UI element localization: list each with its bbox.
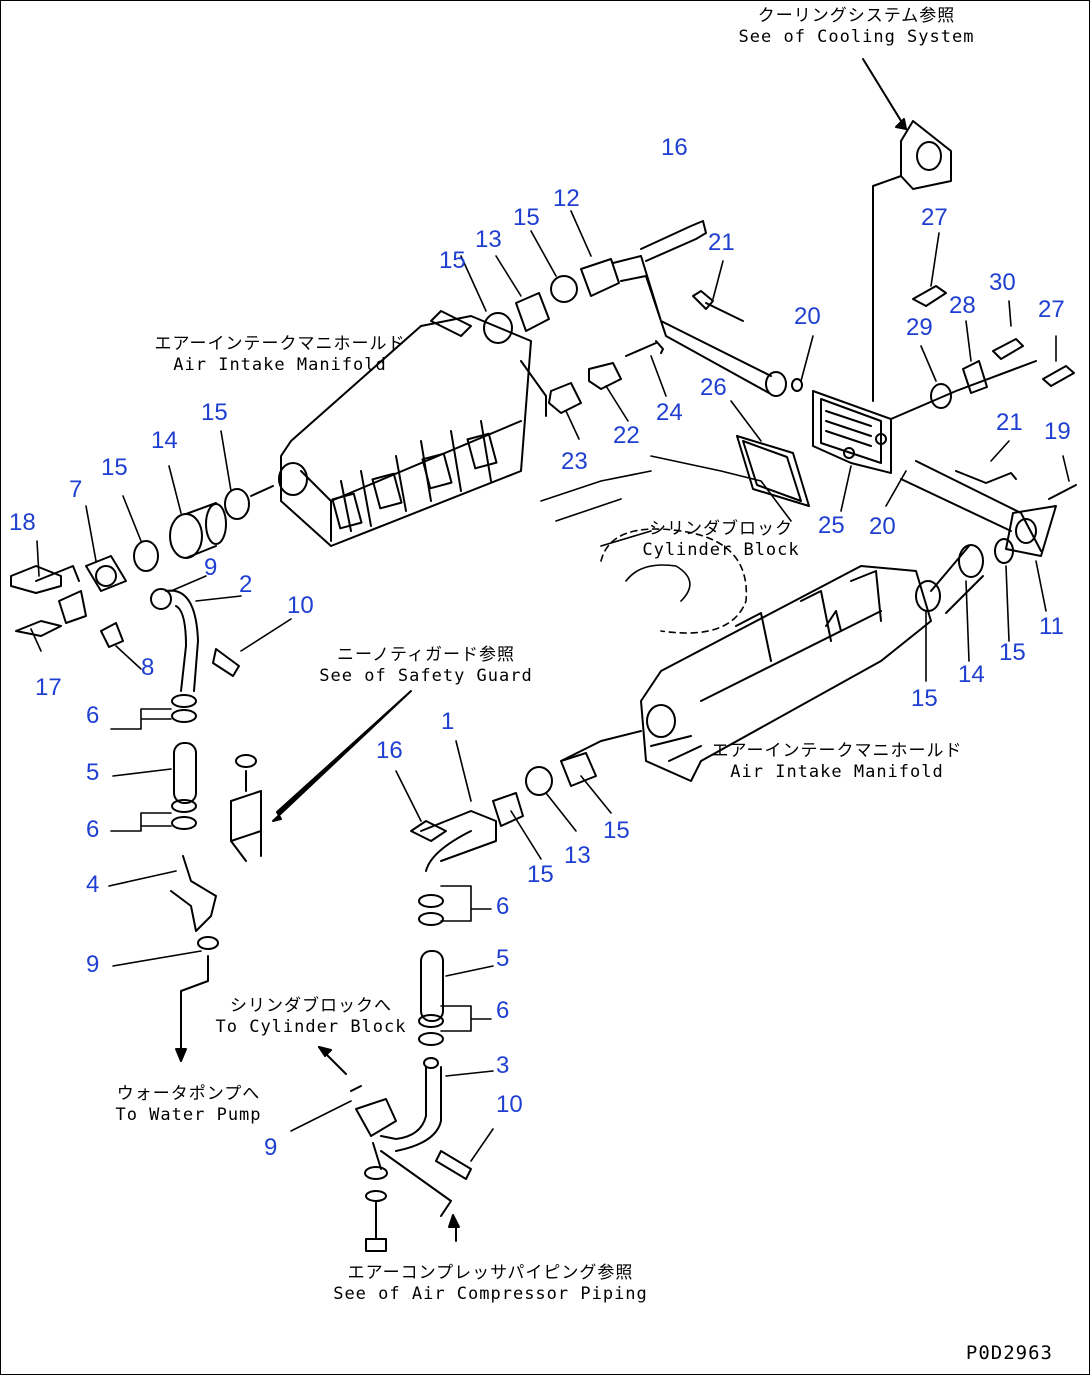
drawing-code: P0D2963 xyxy=(965,1342,1053,1364)
callout-7: 7 xyxy=(69,476,83,503)
note-compressor: エアーコンプレッサパイピング参照 See of Air Compressor P… xyxy=(313,1263,668,1305)
note-safety: ニーノティガード参照 See of Safety Guard xyxy=(306,645,546,687)
note-intake-upper-en: Air Intake Manifold xyxy=(173,355,387,375)
callout-20-b: 20 xyxy=(869,513,896,540)
note-intake-lower-jp: エアーインテークマニホールド xyxy=(711,741,963,761)
callout-10-a: 10 xyxy=(287,592,314,619)
lower-flanges xyxy=(492,752,597,827)
top-pipe-assembly xyxy=(483,220,787,397)
callout-21-b: 21 xyxy=(996,409,1023,436)
callout-6-c: 6 xyxy=(496,893,510,920)
note-block: シリンダブロック Cylinder Block xyxy=(631,519,811,561)
callout-5-a: 5 xyxy=(86,759,100,786)
callout-22: 22 xyxy=(613,422,640,449)
gasket-and-block xyxy=(736,360,1037,507)
bolts-upper xyxy=(548,290,803,414)
note-block-jp: シリンダブロック xyxy=(649,519,793,539)
note-to-block-en: To Cylinder Block xyxy=(215,1017,407,1037)
note-safety-en: See of Safety Guard xyxy=(319,666,533,686)
callout-13-b: 13 xyxy=(564,842,591,869)
left-elbow-pipe xyxy=(150,588,240,1062)
callout-19: 19 xyxy=(1044,418,1071,445)
callout-16-b: 16 xyxy=(376,737,403,764)
note-to-block: シリンダブロックへ To Cylinder Block xyxy=(201,996,421,1038)
lower-elbow-pipes xyxy=(318,810,497,1252)
callout-28: 28 xyxy=(949,292,976,319)
note-intake-upper-jp: エアーインテークマニホールド xyxy=(154,334,406,354)
note-safety-jp: ニーノティガード参照 xyxy=(337,645,515,665)
callout-2: 2 xyxy=(239,571,253,598)
callout-20-a: 20 xyxy=(794,303,821,330)
callout-23: 23 xyxy=(561,448,588,475)
callout-15-b: 15 xyxy=(439,247,466,274)
callout-24: 24 xyxy=(656,399,683,426)
callout-16-top: 16 xyxy=(661,134,688,161)
right-fittings xyxy=(912,285,1075,409)
callout-4: 4 xyxy=(86,871,100,898)
lower-intake-manifold xyxy=(560,565,932,782)
callout-13-a: 13 xyxy=(475,226,502,253)
callout-6-b: 6 xyxy=(86,816,100,843)
callout-14-a: 14 xyxy=(958,661,985,688)
note-intake-lower: エアーインテークマニホールド Air Intake Manifold xyxy=(706,741,968,783)
callout-15-h: 15 xyxy=(603,817,630,844)
note-water-jp: ウォータポンプへ xyxy=(116,1084,261,1104)
callout-17: 17 xyxy=(35,674,62,701)
note-cooling-en: See of Cooling System xyxy=(738,27,975,47)
callout-15-c: 15 xyxy=(999,639,1026,666)
note-water-en: To Water Pump xyxy=(115,1105,262,1125)
cooling-flange xyxy=(862,58,952,402)
callout-9-c: 9 xyxy=(264,1134,278,1161)
callout-5-b: 5 xyxy=(496,945,510,972)
note-compressor-en: See of Air Compressor Piping xyxy=(333,1284,648,1304)
callout-29: 29 xyxy=(906,314,933,341)
left-upper-assembly xyxy=(10,485,274,648)
callout-15-d: 15 xyxy=(911,685,938,712)
note-compressor-jp: エアーコンプレッサパイピング参照 xyxy=(347,1263,634,1283)
callout-10-b: 10 xyxy=(496,1091,523,1118)
leader-lines xyxy=(30,210,1070,1162)
note-water: ウォータポンプへ To Water Pump xyxy=(101,1084,276,1126)
callout-15-e: 15 xyxy=(101,454,128,481)
callout-21-a: 21 xyxy=(708,229,735,256)
note-intake-upper: エアーインテークマニホールド Air Intake Manifold xyxy=(149,334,411,376)
callout-25: 25 xyxy=(818,512,845,539)
note-cooling-jp: クーリングシステム参照 xyxy=(757,6,956,26)
callout-15-g: 15 xyxy=(527,861,554,888)
upper-intake-manifold xyxy=(278,310,547,547)
note-intake-lower-en: Air Intake Manifold xyxy=(730,762,944,782)
callout-27-a: 27 xyxy=(921,204,948,231)
right-pipe-assembly xyxy=(900,460,1077,614)
note-cooling: クーリングシステム参照 See of Cooling System xyxy=(729,6,984,48)
callout-9-a: 9 xyxy=(204,554,218,581)
cylinder-block-outline xyxy=(540,455,792,634)
callout-9-b: 9 xyxy=(86,951,100,978)
callout-12: 12 xyxy=(553,185,580,212)
callout-27-b: 27 xyxy=(1038,296,1065,323)
callout-8: 8 xyxy=(141,654,155,681)
callout-6-d: 6 xyxy=(496,997,510,1024)
callout-30: 30 xyxy=(989,269,1016,296)
callout-15-a: 15 xyxy=(513,204,540,231)
note-block-en: Cylinder Block xyxy=(642,540,800,560)
callout-26: 26 xyxy=(700,374,727,401)
callout-14-b: 14 xyxy=(151,427,178,454)
callout-1: 1 xyxy=(441,708,455,735)
safety-guard-bracket xyxy=(230,690,412,862)
callout-3: 3 xyxy=(496,1052,510,1079)
callout-18: 18 xyxy=(9,509,36,536)
callout-15-f: 15 xyxy=(201,399,228,426)
callout-6-a: 6 xyxy=(86,702,100,729)
callout-11: 11 xyxy=(1039,613,1064,640)
note-to-block-jp: シリンダブロックへ xyxy=(230,996,392,1016)
